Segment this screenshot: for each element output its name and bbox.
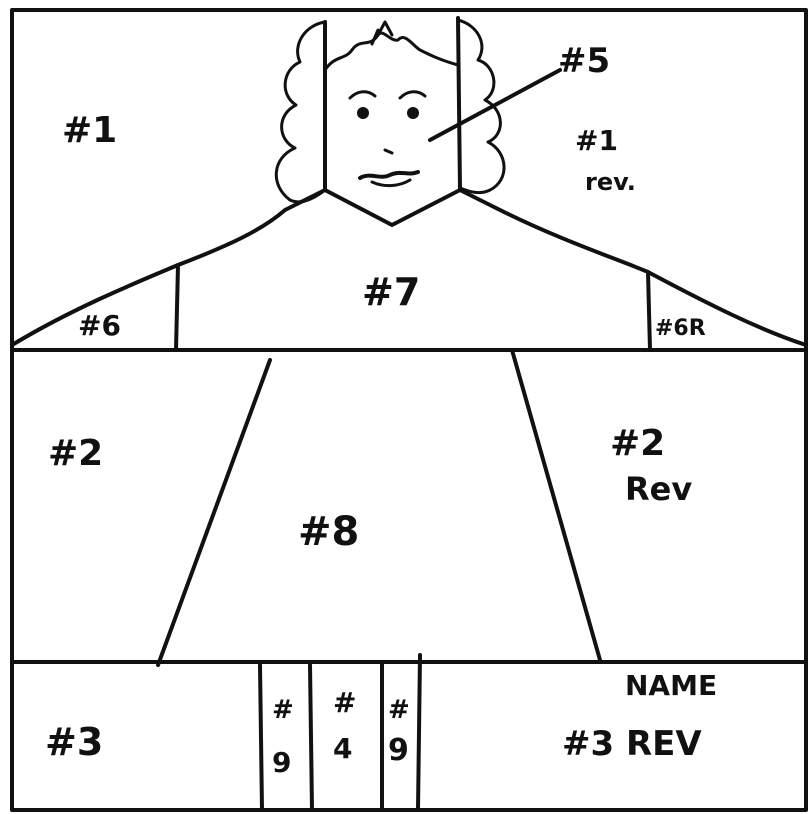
strip-divider-4 (418, 655, 420, 810)
label-strip-9-left-number: 9 (272, 746, 291, 779)
label-piece-1-rev-word: rev. (585, 168, 636, 196)
mouth-lower (372, 180, 410, 186)
label-piece-8: #8 (298, 509, 359, 555)
label-piece-1-rev-number: #1 (575, 124, 618, 157)
hair-left (276, 22, 325, 202)
label-piece-2-rev-number: #2 (610, 423, 665, 464)
label-piece-3-rev: #3 REV (562, 724, 702, 764)
label-strip-9-left-hash: # (272, 695, 294, 725)
strip-divider-1 (260, 665, 262, 810)
label-strip-4-hash: # (333, 686, 356, 719)
label-strip-9-right-number: 9 (388, 733, 409, 768)
label-piece-7: #7 (362, 270, 420, 314)
label-piece-1: #1 (62, 110, 117, 151)
hair-right (458, 20, 504, 193)
label-piece-2-rev-word: Rev (625, 470, 692, 508)
left-eye (357, 107, 369, 119)
dress-right-line (512, 350, 600, 660)
label-strip-4-number: 4 (333, 732, 352, 765)
right-eye (407, 107, 419, 119)
label-piece-2: #2 (48, 433, 103, 474)
label-strip-9-right-hash: # (388, 695, 410, 725)
hair-top (325, 33, 458, 70)
nose (385, 150, 392, 153)
label-piece-5: #5 (558, 41, 610, 81)
label-piece-6: #6 (78, 309, 121, 342)
mouth (360, 172, 418, 178)
label-name: NAME (625, 669, 717, 702)
dress-left-line (158, 360, 270, 665)
label-piece-6r: #6R (655, 316, 706, 341)
right-eyebrow (400, 92, 425, 98)
strip-divider-2 (310, 665, 312, 810)
left-sleeve-divider (176, 265, 178, 350)
right-sleeve-divider (648, 272, 650, 350)
face-right-edge (458, 18, 460, 190)
left-eyebrow (350, 92, 375, 98)
label-piece-3: #3 (45, 720, 103, 764)
